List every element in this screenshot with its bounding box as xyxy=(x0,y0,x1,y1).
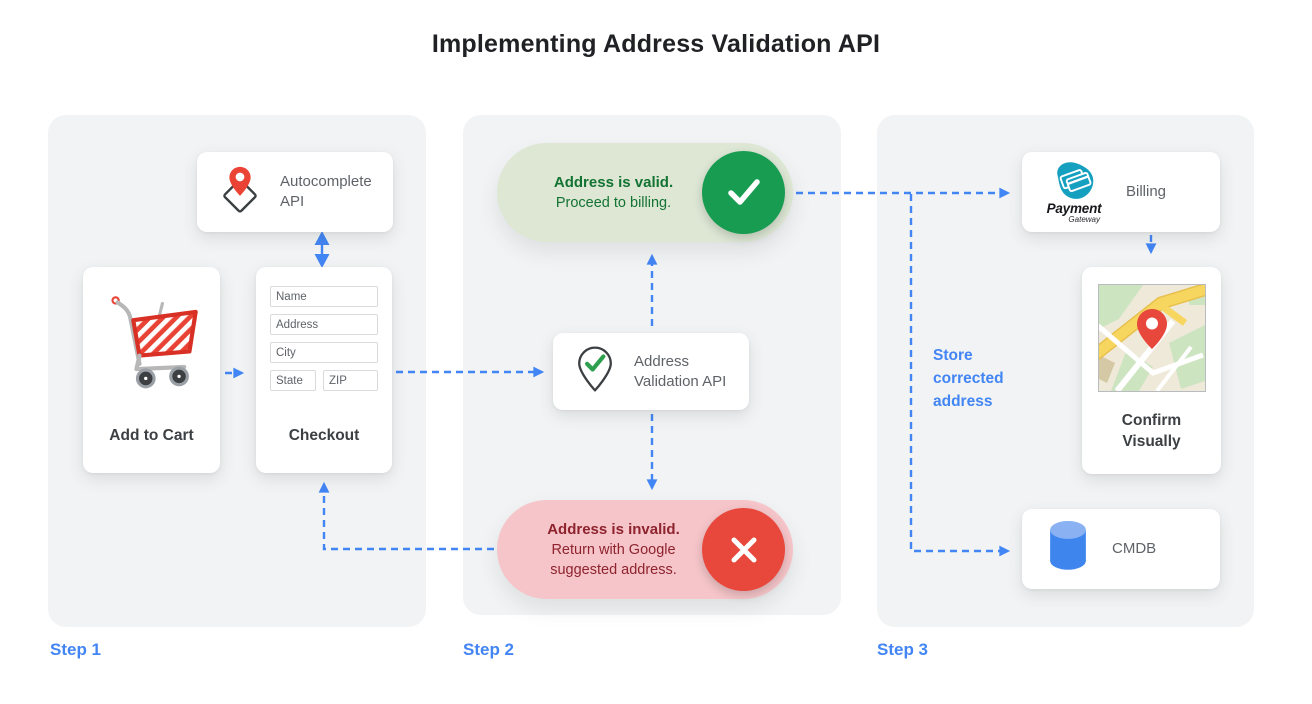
map-thumbnail xyxy=(1082,284,1221,392)
address-validation-api-card: Address Validation API xyxy=(553,333,749,410)
invalid-result-text: Address is invalid. Return with Google s… xyxy=(497,520,702,580)
database-cylinder-icon xyxy=(1042,518,1094,581)
payment-gateway-logo: Payment Gateway xyxy=(1042,160,1106,224)
address-field[interactable] xyxy=(270,314,378,335)
billing-card: Payment Gateway Billing xyxy=(1022,152,1220,232)
add-to-cart-card: Add to Cart xyxy=(83,267,220,473)
x-icon xyxy=(702,508,785,591)
payment-logo-sub: Gateway xyxy=(1068,215,1100,224)
invalid-result-subtitle: Return with Google suggested address. xyxy=(550,541,677,578)
step2-label: Step 2 xyxy=(463,640,515,659)
check-icon xyxy=(702,151,785,234)
state-field[interactable] xyxy=(270,370,316,391)
payment-logo-name: Payment xyxy=(1046,201,1102,216)
checkout-card: Checkout xyxy=(256,267,392,473)
store-corrected-address-note: Store corrected address xyxy=(933,347,1004,410)
valid-result-pill: Address is valid. Proceed to billing. xyxy=(497,143,793,242)
checkout-form xyxy=(270,286,378,398)
shopping-cart-icon xyxy=(83,289,220,393)
diagram-title: Implementing Address Validation API xyxy=(431,30,881,58)
autocomplete-api-label: Autocomplete API xyxy=(280,173,372,210)
invalid-result-pill: Address is invalid. Return with Google s… xyxy=(497,500,793,599)
confirm-visually-card: Confirm Visually xyxy=(1082,267,1221,474)
add-to-cart-label: Add to Cart xyxy=(109,427,194,444)
step3-label: Step 3 xyxy=(877,640,929,659)
billing-label: Billing xyxy=(1126,183,1167,200)
checkout-label: Checkout xyxy=(288,427,360,444)
valid-result-text: Address is valid. Proceed to billing. xyxy=(497,173,702,213)
address-validation-api-label: Address Validation API xyxy=(634,352,727,390)
invalid-result-title: Address is invalid. xyxy=(547,520,680,538)
autocomplete-api-card: Autocomplete API xyxy=(197,152,393,232)
valid-result-title: Address is valid. xyxy=(553,173,674,191)
cmdb-label: CMDB xyxy=(1112,540,1157,557)
name-field[interactable] xyxy=(270,286,378,307)
cmdb-card: CMDB xyxy=(1022,509,1220,589)
map-pin-check-icon xyxy=(569,342,621,401)
city-field[interactable] xyxy=(270,342,378,363)
zip-field[interactable] xyxy=(323,370,378,391)
map-pin-diamond-icon xyxy=(213,162,267,223)
valid-result-subtitle: Proceed to billing. xyxy=(555,194,672,211)
confirm-visually-label: Confirm Visually xyxy=(1121,412,1182,450)
step1-label: Step 1 xyxy=(50,640,102,659)
payment-gateway-icon xyxy=(1057,162,1094,199)
